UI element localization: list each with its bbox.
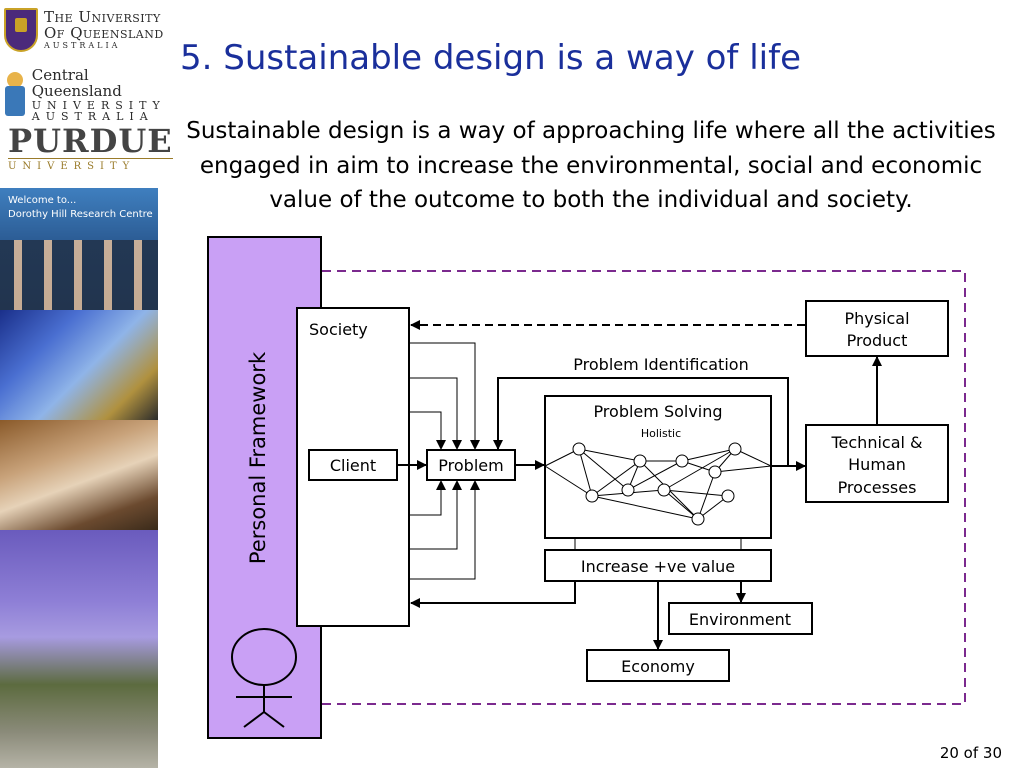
problem-box — [426, 449, 516, 481]
purdue-logo: PURDUE UNIVERSITY — [8, 124, 173, 172]
increase-value-box — [544, 549, 772, 582]
cqu-logo: Central Queensland UNIVERSITY AUSTRALIA — [4, 66, 168, 124]
campus-jacaranda-photo — [0, 530, 158, 768]
economy-box — [586, 649, 730, 682]
uq-crest-icon — [4, 8, 38, 52]
purdue-name: PURDUE — [8, 122, 173, 160]
problem-solving-label: Problem Solving — [593, 402, 722, 421]
environment-box — [668, 602, 813, 635]
environment-label: Environment — [689, 610, 791, 629]
cqu-emblem-icon — [4, 72, 25, 118]
slide-title: 5. Sustainable design is a way of life — [180, 38, 801, 78]
cqu-name-line1: Central Queensland — [31, 66, 122, 100]
technical-human-processes-box — [805, 424, 949, 503]
uq-name-line3: AUSTRALIA — [44, 40, 121, 50]
network-nodes — [572, 442, 742, 526]
network-node — [691, 512, 705, 526]
page-number: 20 of 30 — [939, 744, 1002, 762]
network-node — [572, 442, 586, 456]
students-photo — [0, 420, 158, 530]
engineering-montage-photo — [0, 310, 158, 420]
network-node — [721, 489, 735, 503]
uq-name-line1: The University — [44, 8, 161, 27]
physical-product-line2: Product — [847, 331, 908, 350]
uq-logo: The University Of Queensland AUSTRALIA — [4, 8, 164, 52]
value-to-society-arrow — [410, 581, 576, 608]
physical-product-box — [805, 300, 949, 357]
network-node — [675, 454, 689, 468]
photo-strip: Welcome to... Dorothy Hill Research Cent… — [0, 188, 158, 768]
problem-solving-box — [544, 395, 772, 539]
network-node — [621, 483, 635, 497]
network-node — [708, 465, 722, 479]
people-image — [0, 240, 158, 310]
society-to-problem-bottom-connectors — [409, 480, 480, 580]
problem-identification-label: Problem Identification — [573, 355, 748, 374]
welcome-text: Welcome to... — [8, 195, 77, 206]
technical-line3: Processes — [838, 478, 917, 497]
boundary-dashed-line — [322, 270, 966, 705]
research-centre-text: Dorothy Hill Research Centre — [8, 209, 153, 220]
personal-framework-label: Personal Framework — [246, 351, 270, 564]
problem-label: Problem — [438, 456, 503, 475]
client-label: Client — [330, 456, 376, 475]
society-label: Society — [309, 320, 368, 339]
group-photo: Welcome to... Dorothy Hill Research Cent… — [0, 188, 158, 310]
holistic-label: Holistic — [641, 427, 681, 440]
cqu-name-line3: AUSTRALIA — [31, 110, 154, 124]
cqu-name-line2: UNIVERSITY — [31, 98, 166, 112]
network-node — [585, 489, 599, 503]
logo-panel: The University Of Queensland AUSTRALIA C… — [0, 0, 173, 190]
stick-figure-icon — [231, 628, 297, 728]
economy-label: Economy — [621, 657, 695, 676]
problem-identification-feedback-arrow — [493, 377, 789, 466]
slide-body-text: Sustainable design is a way of approachi… — [186, 118, 996, 213]
network-node — [633, 454, 647, 468]
uq-name-line2: Of Queensland — [44, 23, 164, 42]
technical-line1: Technical & — [830, 433, 922, 452]
physical-product-line1: Physical — [844, 309, 909, 328]
increase-value-label: Increase +ve value — [581, 557, 735, 576]
network-node — [728, 442, 742, 456]
society-to-problem-top-connectors — [409, 342, 480, 450]
purdue-subname: UNIVERSITY — [8, 158, 173, 172]
network-node — [657, 483, 671, 497]
technical-line2: Human — [848, 455, 906, 474]
